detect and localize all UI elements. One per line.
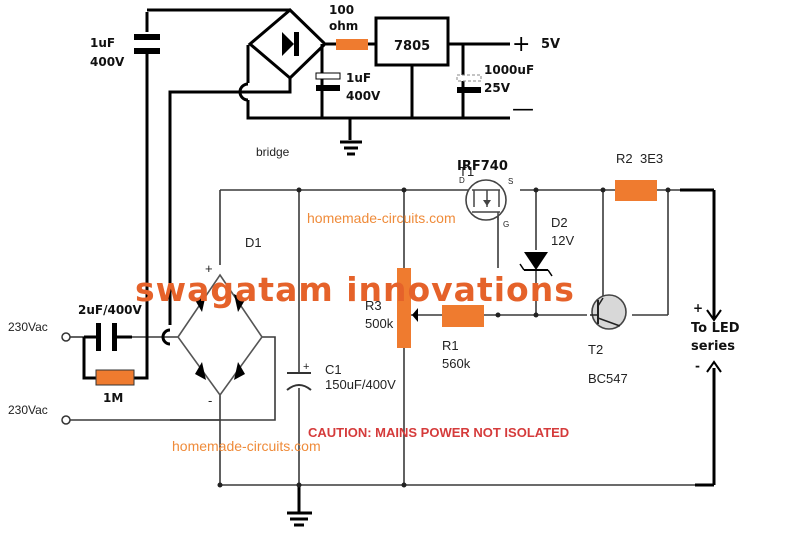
c1-capacitor: [286, 372, 312, 391]
input-series-capacitor: [82, 323, 149, 380]
d2-label: D2: [551, 215, 568, 230]
junction-dots: [217, 187, 671, 488]
site-watermark-top: homemade-circuits.com: [307, 210, 456, 226]
diode-symbol-icon: [282, 32, 294, 56]
c1-label: C1: [325, 362, 342, 377]
bleeder-label: 1M: [103, 391, 123, 405]
r3-value: 500k: [365, 316, 394, 331]
t1-drain-label: D: [459, 176, 465, 185]
led-label-line2: series: [691, 339, 735, 354]
led-minus: -: [695, 359, 700, 373]
aux-cap-voltage: 400V: [90, 55, 125, 69]
r1-resistor: [442, 305, 484, 327]
series-cap-label: 2uF/400V: [78, 303, 143, 317]
caution-label: CAUTION: MAINS POWER NOT ISOLATED: [308, 425, 569, 440]
input-top-label: 230Vac: [8, 320, 48, 334]
output-leads: [706, 190, 722, 485]
r2-value: 3E3: [640, 151, 663, 166]
main-bridge-rectifier: [177, 273, 263, 397]
input-terminal-top: [61, 332, 71, 342]
input-terminal-bottom: [61, 415, 71, 425]
output-voltage-label: 5V: [541, 37, 560, 52]
t1-label: T1: [459, 164, 474, 179]
wire-crossover: [238, 82, 249, 102]
t1-part-number: IRF740: [457, 159, 508, 174]
output-capacitor: [456, 74, 482, 93]
brand-watermark: swagatam innovations: [135, 270, 575, 309]
small-bridge-rectifier: [247, 7, 328, 81]
arrow-up-icon: [706, 360, 722, 373]
d2-value: 12V: [551, 233, 574, 248]
t1-mosfet: [465, 179, 507, 221]
r2-label: R2: [616, 151, 633, 166]
d1-label: D1: [245, 235, 262, 250]
aux-capacitor: [134, 34, 160, 54]
filter-capacitor: [315, 72, 341, 91]
d1-minus: -: [208, 393, 212, 408]
wire-crossover: [161, 328, 171, 346]
input-bottom-label: 230Vac: [8, 403, 48, 417]
output-cap-voltage: 25V: [484, 81, 511, 95]
filter-cap-voltage: 400V: [346, 89, 381, 103]
output-plus-sign: +: [512, 32, 530, 57]
r2-resistor: [615, 180, 657, 201]
d2-zener-diode: [519, 252, 553, 277]
led-label-line1: To LED: [691, 321, 740, 336]
aux-supply-wiring: [145, 8, 510, 325]
r3-label: R3: [365, 298, 382, 313]
site-watermark-bottom: homemade-circuits.com: [172, 438, 321, 454]
led-plus: +: [693, 301, 703, 315]
dropper-resistor: [336, 39, 368, 50]
t1-gate-label: G: [503, 220, 509, 229]
bridge-label: bridge: [256, 145, 290, 159]
output-cap-value: 1000uF: [484, 63, 534, 77]
t2-transistor: [590, 294, 627, 330]
d1-plus: +: [205, 261, 213, 276]
regulator-label: 7805: [394, 39, 430, 54]
aux-cap-value: 1uF: [90, 36, 115, 50]
t2-part-number: BC547: [588, 371, 628, 386]
t2-label: T2: [588, 342, 603, 357]
t1-source-label: S: [508, 177, 513, 186]
r1-value: 560k: [442, 356, 471, 371]
arrow-down-icon: [706, 309, 722, 322]
r3-potentiometer: [397, 268, 411, 348]
regulator-7805: [374, 16, 450, 67]
r1-label: R1: [442, 338, 459, 353]
main-circuit-wiring: [68, 188, 714, 487]
ground-symbol-icon: [287, 485, 312, 527]
c1-plus: +: [303, 361, 309, 373]
output-minus-sign: —: [512, 97, 534, 122]
wiper-arrow-icon: [412, 308, 418, 322]
dropper-value: 100: [329, 3, 354, 17]
filter-cap-value: 1uF: [346, 71, 371, 85]
c1-value: 150uF/400V: [325, 377, 396, 392]
dropper-unit: ohm: [329, 19, 358, 33]
bleeder-resistor: [95, 369, 135, 386]
